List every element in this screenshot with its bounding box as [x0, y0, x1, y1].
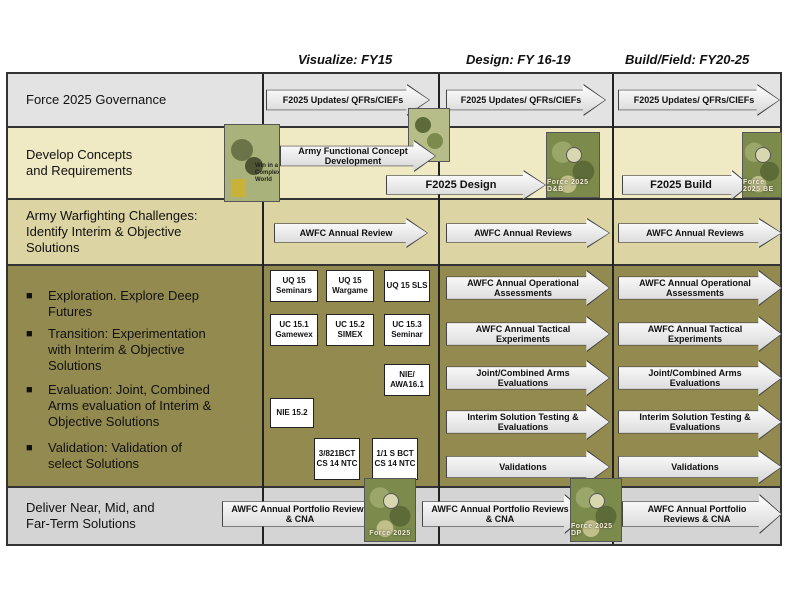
- column-divider: [262, 74, 264, 544]
- event-uq-seminars: UQ 15 Seminars: [270, 270, 318, 302]
- event-bct-1-1: 1/1 S BCT CS 14 NTC: [372, 438, 418, 480]
- arrow-joint-evaluations-design: Joint/Combined Arms Evaluations: [446, 360, 610, 396]
- arrow-ops-assessments-build: AWFC Annual Operational Assessments: [618, 270, 782, 306]
- arrow-validations-design: Validations: [446, 450, 610, 484]
- event-uq-wargame: UQ 15 Wargame: [326, 270, 374, 302]
- arrow-tactical-experiments-design: AWFC Annual Tactical Experiments: [446, 316, 610, 352]
- row-label-awfc: Army Warfighting Challenges:Identify Int…: [26, 208, 198, 255]
- arrow-concept-development: Army Functional Concept Development: [280, 140, 436, 172]
- event-uq-sls: UQ 15 SLS: [384, 270, 430, 302]
- column-divider: [438, 74, 440, 544]
- event-uc-gamewex: UC 15.1 Gamewex: [270, 314, 318, 346]
- arrow-validations-build: Validations: [618, 450, 782, 484]
- event-bct-382: 3/821BCT CS 14 NTC: [314, 438, 360, 480]
- arrow-governance-design: F2025 Updates/ QFRs/CIEFs: [446, 84, 606, 116]
- arrow-portfolio-reviews-visualize: AWFC Annual Portfolio Reviews & CNA: [222, 494, 388, 534]
- force-2025-cover-image: Force 2025 D&B: [546, 132, 600, 198]
- phase-header-build-field: Build/Field: FY20-25: [625, 52, 750, 67]
- force-2025-cover-image: Force 2025 DP: [570, 478, 622, 542]
- arrow-awfc-reviews-build: AWFC Annual Reviews: [618, 218, 782, 248]
- arrow-interim-testing-design: Interim Solution Testing & Evaluations: [446, 404, 610, 440]
- phase-header-design: Design: FY 16-19: [466, 52, 571, 67]
- arrow-awfc-review: AWFC Annual Review: [274, 218, 428, 248]
- event-uc-simex: UC 15.2 SIMEX: [326, 314, 374, 346]
- phase-header-visualize: Visualize: FY15: [298, 52, 393, 67]
- column-divider: [612, 74, 614, 544]
- arrow-ops-assessments-design: AWFC Annual Operational Assessments: [446, 270, 610, 306]
- force-2025-cover-image: Force 2025: [364, 478, 416, 542]
- arrow-f2025-build: F2025 Build: [622, 170, 750, 200]
- arrow-joint-evaluations-build: Joint/Combined Arms Evaluations: [618, 360, 782, 396]
- event-nie-15-2: NIE 15.2: [270, 398, 314, 428]
- event-nie-awa: NIE/ AWA16.1: [384, 364, 430, 396]
- arrow-interim-testing-build: Interim Solution Testing & Evaluations: [618, 404, 782, 440]
- arrow-governance-visualize: F2025 Updates/ QFRs/CIEFs: [266, 84, 430, 116]
- event-uc-seminar: UC 15.3 Seminar: [384, 314, 430, 346]
- arrow-portfolio-reviews-build: AWFC Annual Portfolio Reviews & CNA: [622, 494, 782, 534]
- concept-book-image: Win in a Complex World: [224, 124, 280, 202]
- force-2025-cover-image: Force 2025 BE: [742, 132, 782, 198]
- row-label-governance: Force 2025 Governance: [26, 92, 167, 107]
- arrow-f2025-design: F2025 Design: [386, 170, 546, 200]
- arrow-portfolio-reviews-design: AWFC Annual Portfolio Reviews & CNA: [422, 494, 588, 534]
- arrow-tactical-experiments-build: AWFC Annual Tactical Experiments: [618, 316, 782, 352]
- arrow-governance-build: F2025 Updates/ QFRs/CIEFs: [618, 84, 780, 116]
- arrow-awfc-reviews-design: AWFC Annual Reviews: [446, 218, 610, 248]
